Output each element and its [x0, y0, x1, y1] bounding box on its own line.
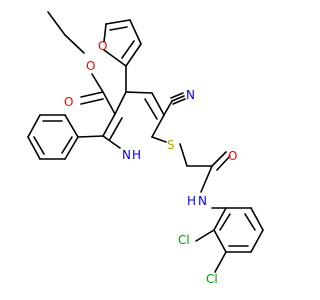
- molecule-stage: O O O N N H S O N H Cl Cl: [27, 11, 264, 286]
- bond-co-double-a: [80, 91, 104, 98]
- bond-ethyl-ch2-o: [64, 34, 85, 54]
- bond-ring-c2-n: [102, 135, 121, 149]
- atom-o-ester-alkoxy: O: [86, 59, 95, 73]
- bond-ph-3: [27, 114, 41, 138]
- bond-ph-6-double: [61, 136, 73, 154]
- chemical-structure-diagram: O O O N N H S O N H Cl Cl: [27, 11, 264, 286]
- bond-ph-4-double: [33, 136, 45, 155]
- atom-n-nitrile: N: [186, 88, 195, 102]
- bond-furan-c4-c5: [105, 19, 131, 25]
- bond-ring-c3-c4: [114, 91, 127, 115]
- bond-ar-cl2: [214, 251, 227, 273]
- bond-ring-c5-c6: [151, 92, 165, 116]
- bond-nitrile-triple-3: [172, 98, 186, 105]
- bond-ar-6-double: [219, 213, 231, 231]
- bond-ar-2-double: [244, 213, 256, 231]
- bond-ethyl-ch3-ch2: [47, 11, 66, 36]
- bond-co-double-b: [80, 98, 104, 105]
- bond-amide-co-double-a: [211, 151, 227, 167]
- atom-n-amide: N: [198, 194, 207, 208]
- bond-ar-5: [213, 229, 227, 253]
- bond-ring-c6-n: [151, 114, 165, 138]
- bond-furan-c2-c3: [125, 43, 142, 67]
- bond-nitrile-triple-2: [170, 92, 184, 99]
- bond-ring-c3-c2-double: [109, 117, 123, 140]
- bond-ar-2: [250, 207, 264, 231]
- bond-furan-c2-o: [103, 49, 127, 67]
- bond-ring-c5-c6-double: [144, 98, 158, 120]
- bond-c6-s: [151, 136, 167, 143]
- bond-c2-phenyl: [77, 135, 104, 138]
- bond-ring-c3-c2: [102, 113, 116, 137]
- bond-amide-co-double-b: [216, 155, 231, 171]
- atom-o-ester-carbonyl: O: [64, 95, 73, 109]
- atom-o-furan: O: [98, 39, 107, 53]
- bond-furan-c2-c3-double: [121, 40, 135, 59]
- bond-ring-c4-c5: [125, 91, 153, 94]
- bond-o-carbonyl-c: [91, 73, 104, 93]
- atom-o-amide: O: [228, 149, 237, 163]
- atom-n-ring: N: [122, 148, 131, 162]
- bond-ring-to-nitrile-c: [163, 100, 173, 116]
- atom-cl-2: Cl: [206, 272, 218, 286]
- atom-s-thioether: S: [167, 138, 175, 152]
- bond-furan-c5-o: [103, 23, 107, 43]
- atom-cl-1: Cl: [178, 233, 190, 247]
- bond-ph-4: [27, 136, 41, 160]
- atom-h-amide: H: [187, 194, 196, 208]
- bond-ph-1: [64, 114, 79, 138]
- bond-furan-c4-c5-double: [109, 26, 128, 31]
- bond-ar-3: [250, 229, 264, 253]
- bond-ar-cl1: [195, 229, 215, 242]
- bond-ph-6: [64, 136, 79, 160]
- atom-h-ring: H: [132, 148, 141, 162]
- bond-s-ch2: [179, 143, 188, 167]
- bond-carbonyl-ring: [102, 91, 116, 115]
- bond-ar-6: [213, 207, 227, 231]
- bond-furan-c3-c4: [129, 19, 142, 45]
- bond-nitrile-triple-1: [171, 95, 185, 102]
- bond-co-nh: [200, 165, 213, 193]
